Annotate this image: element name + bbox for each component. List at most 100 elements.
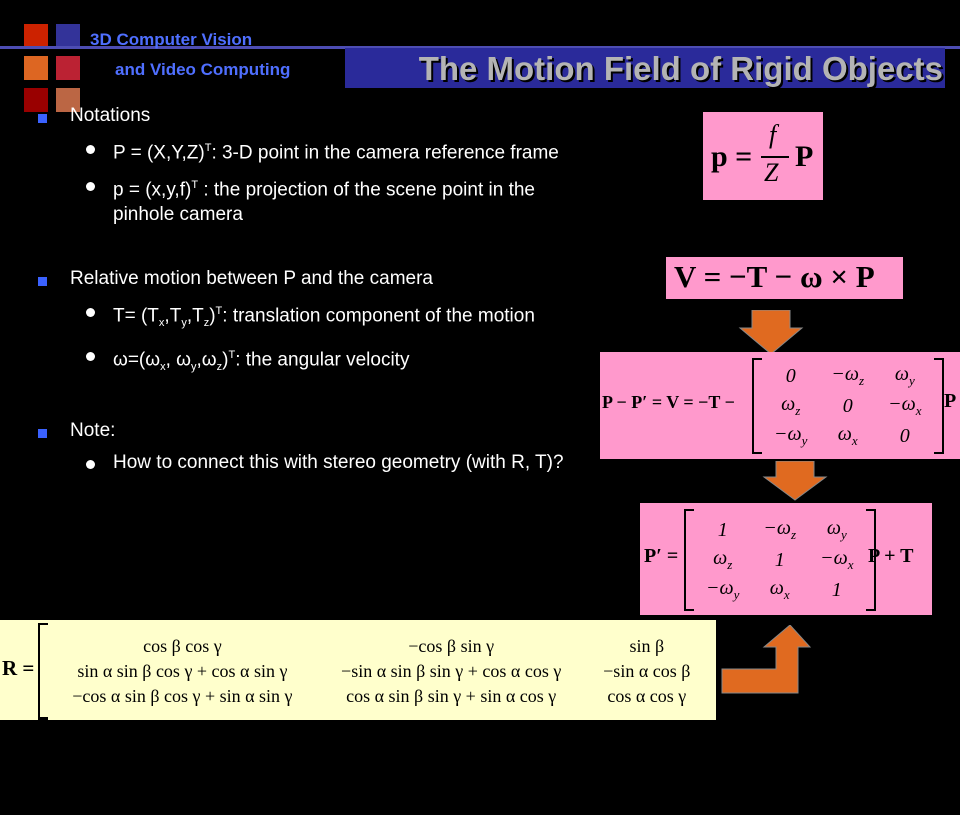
matrix-body: cos β cos γ −cos β sin γ sin β sin α sin β … [48, 634, 708, 709]
bullet-text: ) [209, 304, 216, 326]
course-title-line1: 3D Computer Vision [90, 30, 253, 49]
logo-square [24, 56, 48, 80]
bullet-text: : translation component of the motion [222, 304, 535, 326]
bullet-text: ) [222, 349, 229, 371]
velocity-formula-box: V = −T − ω × P [666, 257, 903, 299]
matrix-cell: cos α cos γ [607, 685, 687, 706]
sub-bullet-translation: T= (Tx,Ty,Tz)T: translation component of… [38, 299, 578, 335]
bullet-text: ω=(ω [113, 349, 161, 371]
subscript: z [203, 316, 210, 329]
matrix: cos β cos γ −cos β sin γ sin β sin α sin β … [38, 623, 716, 815]
matrix-cell: −ωz [763, 517, 797, 542]
formula-lhs: P′ = [644, 545, 679, 567]
bullet-text: ,T [164, 304, 182, 326]
matrix-cell: 0 [842, 394, 853, 417]
sub-bullet-3d-point: P = (X,Y,Z)T: 3-D point in the camera re… [38, 136, 578, 165]
sub-bullet-stereo-question: How to connect this with stereo geometry… [38, 451, 578, 475]
formula-rhs: P + T [868, 545, 914, 567]
bullet-text: How to connect this with stereo geometry… [113, 451, 564, 473]
matrix-row: −ωy ωx 1 [694, 575, 866, 605]
matrix-cell: 1 [774, 548, 785, 571]
matrix-cell: ωy [826, 517, 847, 542]
bullet-notations: Notations [38, 104, 578, 128]
square-bullet-icon [38, 428, 47, 438]
matrix-cell: ωz [781, 393, 801, 418]
dot-bullet-icon [86, 145, 95, 154]
fraction-numerator: f [769, 120, 777, 149]
bullet-text: : the projection of the scene point in t… [113, 179, 535, 225]
matrix-row: ωz 1 −ωx [694, 545, 866, 575]
matrix-row: −cos α sin β cos γ + sin α sin γ cos α si… [48, 684, 708, 709]
superscript: T [204, 142, 212, 154]
down-arrow-icon [762, 461, 828, 501]
sub-bullet-projection: p = (x,y,f)T : the projection of the sce… [38, 173, 578, 226]
superscript: T [191, 179, 199, 192]
matrix-cell: 1 [831, 578, 842, 601]
down-arrow-icon [738, 310, 804, 355]
bullet-relative-motion: Relative motion between P and the camera [38, 267, 578, 291]
logo-square [56, 56, 80, 80]
matrix-cell: cos β cos γ [143, 635, 222, 656]
matrix-bracket [38, 719, 48, 815]
logo-square [56, 88, 80, 112]
matrix-bracket [684, 509, 694, 611]
matrix-cell: −sin α sin β sin γ + cos α cos γ [341, 660, 562, 681]
course-title-line2: and Video Computing [115, 60, 291, 79]
formula-lhs: R = [2, 656, 35, 680]
matrix-bracket [865, 509, 876, 611]
matrix-bracket [933, 358, 944, 454]
square-bullet-icon [38, 114, 47, 123]
matrix-row: cos β cos γ −cos β sin γ sin β [48, 634, 708, 659]
bullet-text: P = (X,Y,Z) [113, 142, 205, 164]
matrix-cell: ωx [837, 423, 858, 448]
matrix-cell: −cos α sin β cos γ + sin α sin γ [72, 685, 293, 706]
dot-bullet-icon [86, 307, 95, 317]
superscript: T [215, 304, 223, 317]
bullet-text: p = (x,y,f) [113, 179, 192, 201]
matrix-cell: −cos β sin γ [408, 635, 495, 656]
matrix-cell: −sin α cos β [603, 660, 691, 681]
matrix-cell: sin β [629, 635, 665, 656]
matrix-cell: ωy [894, 363, 915, 388]
matrix-cell: −ωy [774, 423, 808, 448]
superscript: T [228, 348, 236, 361]
fraction-denominator: Z [764, 158, 779, 187]
matrix-bracket [752, 358, 762, 454]
matrix-cell: −ωx [820, 547, 854, 572]
dot-bullet-icon [86, 351, 95, 361]
matrix-cell: ωz [713, 547, 733, 572]
matrix-cell: ωx [769, 577, 790, 602]
bent-up-arrow-icon [721, 625, 812, 694]
matrix-cell: sin α sin β cos γ + cos α sin γ [77, 660, 288, 681]
bullet-text: Notations [70, 105, 151, 126]
projection-formula-box: p = f Z P [703, 112, 823, 200]
bullet-text: ,ω [196, 349, 217, 371]
bullet-text: : the angular velocity [235, 349, 410, 371]
square-bullet-icon [38, 276, 47, 286]
bullet-text: Note: [70, 419, 116, 441]
matrix-bracket [38, 623, 48, 719]
matrix-cell: −ωx [888, 393, 922, 418]
slide-title: The Motion Field of Rigid Objects [418, 50, 943, 87]
bullet-text: T= (T [113, 304, 159, 326]
formula-rhs: P [944, 390, 957, 412]
bullet-text: : 3-D point in the camera reference fram… [211, 142, 559, 164]
matrix-cell: −ωy [706, 577, 740, 602]
matrix-cell: cos α sin β sin γ + sin α cos γ [346, 685, 557, 706]
slide-body: Notations P = (X,Y,Z)T: 3-D point in the… [38, 104, 578, 475]
logo-square [24, 88, 48, 112]
subscript: y [191, 360, 197, 373]
subscript: y [181, 316, 187, 329]
matrix-row: ωz 0 −ωx [762, 391, 934, 421]
matrix-cell: −ωz [831, 363, 865, 388]
bullet-note: Note: [38, 419, 578, 443]
subscript: x [158, 316, 165, 329]
formula-rhs: P [795, 140, 814, 173]
